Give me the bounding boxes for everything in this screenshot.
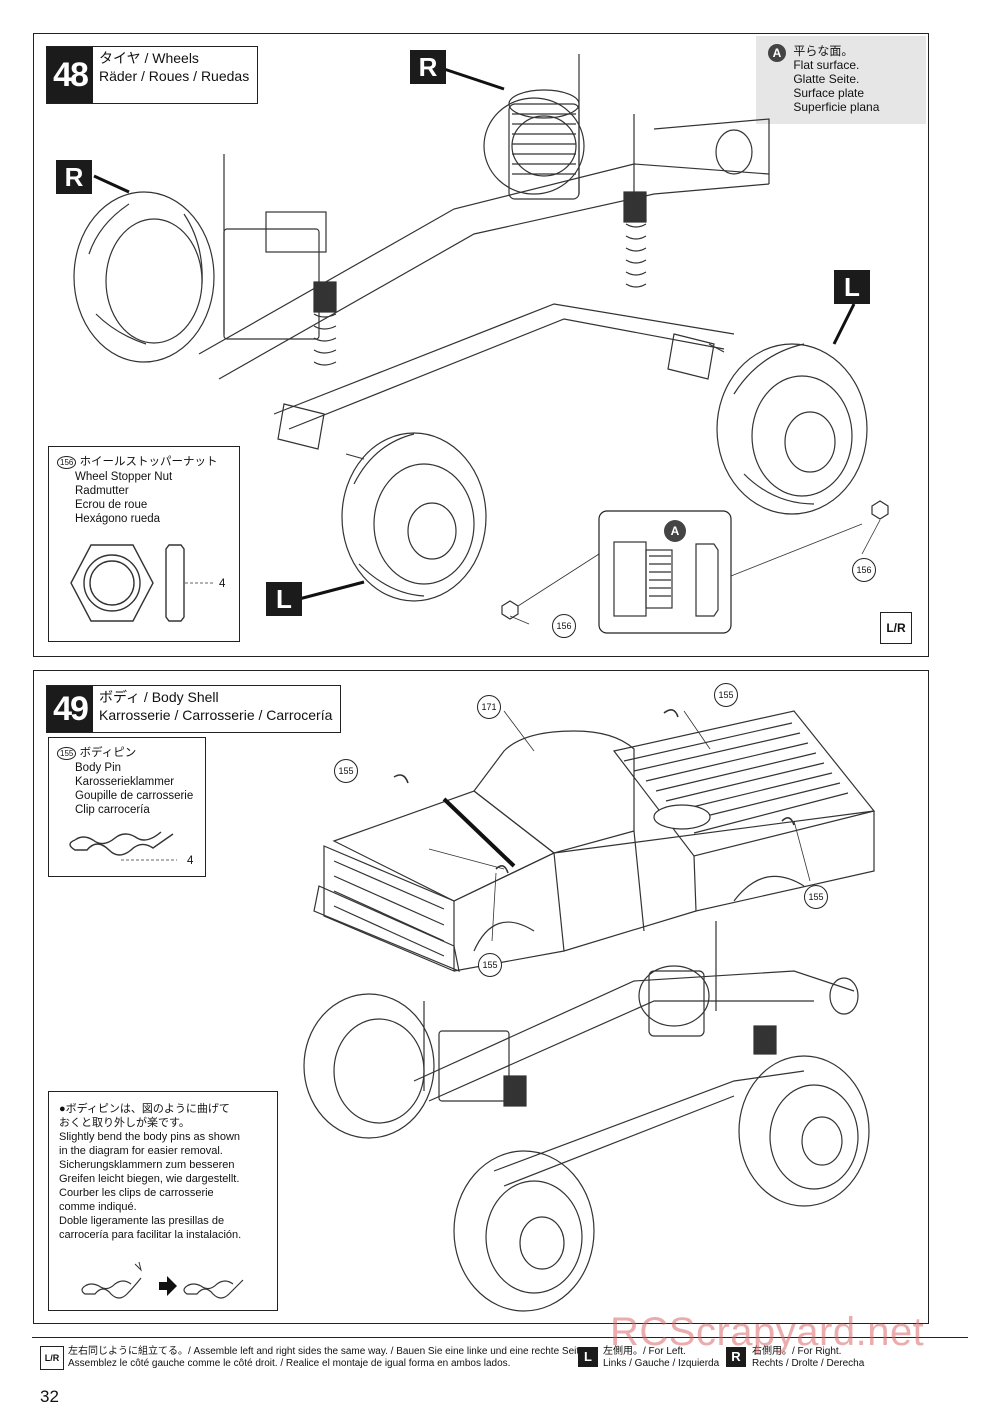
step-48-header: 48 タイヤ / Wheels Räder / Roues / Ruedas (46, 46, 259, 104)
step-number: 48 (47, 47, 93, 103)
body-pin-tip-box: ●ボディピンは、図のように曲げて おくと取り外しが楽です。 Slightly b… (48, 1091, 278, 1311)
note-line: Superficie plana (793, 100, 880, 114)
footer-lr-icon: L/R (40, 1346, 64, 1370)
step-48-panel: 48 タイヤ / Wheels Räder / Roues / Ruedas A… (33, 33, 929, 657)
flat-surface-note: A 平らな面。 Flat surface. Glatte Seite. Surf… (756, 36, 926, 124)
footer-lr-text: 左右同じように組立てる。/ Assemble left and right si… (68, 1346, 588, 1370)
part-callout-156: 156 (852, 558, 876, 582)
part-number: 155 (57, 747, 77, 760)
part-name: Body Pin (75, 762, 122, 774)
tip-line: Courber les clips de carrosserie (59, 1187, 214, 1199)
part-name: Clip carrocería (75, 804, 150, 816)
site-watermark: RCScrapyard.net (610, 1310, 925, 1354)
note-line: Surface plate (793, 86, 865, 100)
step-49-panel: 49 ボディ / Body Shell Karrosserie / Carros… (33, 670, 929, 1324)
tip-line: Greifen leicht biegen, wie dargestellt. (59, 1173, 240, 1185)
part-number: 156 (57, 456, 77, 469)
footer-lr-line1: 左右同じように組立てる。/ Assemble left and right si… (68, 1346, 588, 1357)
step-number: 49 (47, 686, 93, 732)
footer-left-line1: 左側用。/ For Left. (603, 1346, 686, 1357)
footer-left-badge: L (578, 1347, 598, 1367)
marker-a-icon: A (768, 44, 786, 62)
part-callout-155: 155 (334, 759, 358, 783)
step-title-line2: Räder / Roues / Ruedas (99, 68, 250, 84)
tip-line: ●ボディピンは、図のように曲げて (59, 1103, 230, 1115)
part-callout-155: 155 (804, 885, 828, 909)
footer-right-line1: 右側用。/ For Right. (752, 1346, 842, 1357)
part-callout-156: 156 (552, 614, 576, 638)
tip-line: in the diagram for easier removal. (59, 1145, 223, 1157)
footer-right-text: 右側用。/ For Right. Rechts / Drolte / Derec… (752, 1346, 864, 1370)
part-155-box: 155 ボディピン Body Pin Karosserieklammer Gou… (48, 737, 206, 877)
hex-nut-illustration (70, 544, 213, 622)
part-name-jp: ホイールストッパーナット (79, 456, 218, 468)
note-line: Flat surface. (793, 58, 860, 72)
note-line: 平らな面。 (793, 44, 854, 58)
part-callout-155: 155 (714, 683, 738, 707)
bent-pin-illustration (81, 1261, 244, 1299)
part-name: Wheel Stopper Nut (75, 471, 173, 483)
part-name-jp: ボディピン (79, 747, 137, 759)
part-156-box: 156 ホイールストッパーナット Wheel Stopper Nut Radmu… (48, 446, 240, 642)
step-title-line1: タイヤ / Wheels (99, 50, 199, 66)
part-callout-171: 171 (477, 695, 501, 719)
part-name: Hexágono rueda (75, 513, 161, 525)
body-pin-illustration (69, 831, 177, 861)
tip-line: Slightly bend the body pins as shown (59, 1131, 241, 1143)
right-side-badge: R (56, 160, 92, 194)
tip-line: Sicherungsklammern zum besseren (59, 1159, 235, 1171)
part-name: Goupille de carrosserie (75, 790, 194, 802)
step-title-line1: ボディ / Body Shell (99, 689, 219, 705)
chassis-wheels-illustration (73, 54, 889, 634)
right-side-badge: R (410, 50, 446, 84)
tip-line: carrocería para facilitar la instalación… (59, 1229, 242, 1241)
tip-line: comme indiqué. (59, 1201, 137, 1213)
part-name: Radmutter (75, 485, 129, 497)
lr-mark: L/R (880, 612, 912, 644)
part-name: Karosserieklammer (75, 776, 175, 788)
part-qty: 4 (187, 855, 194, 867)
left-side-badge: L (266, 582, 302, 616)
footer-lr-line2: Assemblez le côté gauche comme le côté d… (68, 1358, 511, 1369)
left-side-badge: L (834, 270, 870, 304)
part-name: Ecrou de roue (75, 499, 148, 511)
tip-line: Doble ligeramente las presillas de (59, 1215, 225, 1227)
footer-divider (32, 1337, 968, 1338)
tip-line: おくと取り外しが楽です。 (59, 1117, 190, 1129)
detail-marker-a: A (664, 520, 690, 542)
note-line: Glatte Seite. (793, 72, 860, 86)
footer-right-line2: Rechts / Drolte / Derecha (752, 1358, 865, 1369)
part-callout-155: 155 (478, 953, 502, 977)
page-number: 32 (40, 1387, 59, 1406)
footer-right-badge: R (726, 1347, 746, 1367)
footer-left-text: 左側用。/ For Left. Links / Gauche / Izquier… (603, 1346, 719, 1370)
footer-left-line2: Links / Gauche / Izquierda (603, 1358, 720, 1369)
step-title-line2: Karrosserie / Carrosserie / Carrocería (99, 707, 333, 723)
part-qty: 4 (219, 578, 226, 590)
step-49-header: 49 ボディ / Body Shell Karrosserie / Carros… (46, 685, 342, 733)
